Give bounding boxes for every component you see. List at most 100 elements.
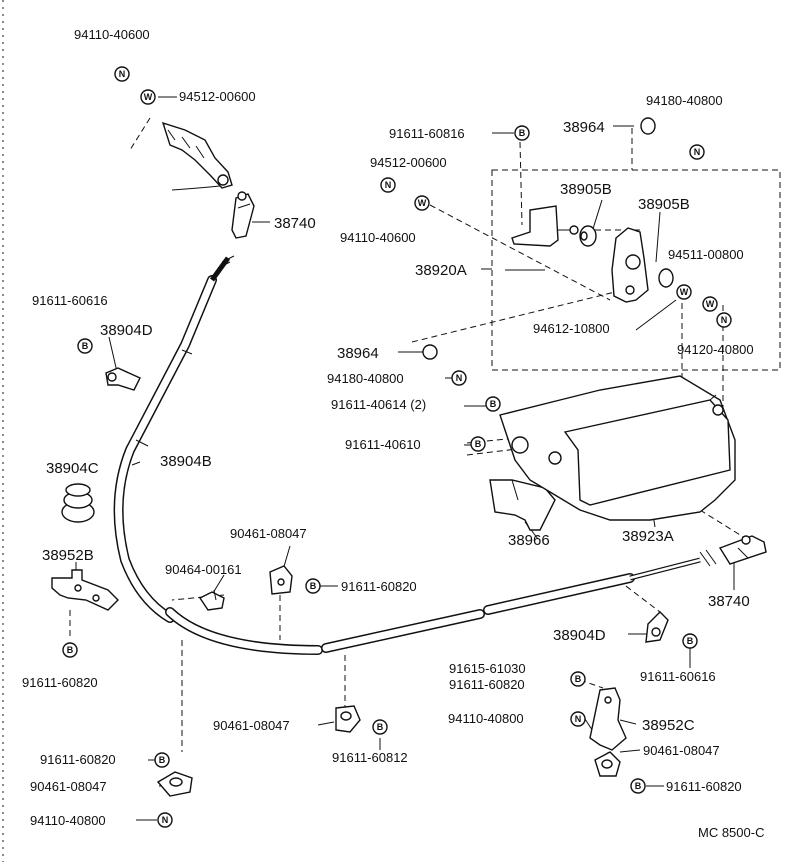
svg-text:N: N [119,69,126,79]
svg-text:B: B [519,128,526,138]
bracket-38952b [51,569,119,611]
symbol-w-1: W [140,89,156,105]
svg-text:W: W [706,299,715,309]
clamp-90461-right [594,751,621,777]
svg-text:N: N [456,373,463,383]
label-38904d-right: 38904D [553,627,606,644]
cable-end-top [231,191,255,239]
svg-text:W: W [418,198,427,208]
label-91611-60820-right-mid: 91611-60820 [449,677,525,692]
svg-text:B: B [67,645,74,655]
label-38904c: 38904C [46,460,99,477]
label-91615-61030: 91615-61030 [449,661,526,676]
label-94110-40800-bottom-left: 94110-40800 [30,813,106,828]
label-94110-40600-right: 94110-40600 [340,230,416,245]
svg-text:N: N [162,815,169,825]
svg-text:B: B [575,674,582,684]
label-38966: 38966 [508,532,550,549]
label-90461-08047-bottom-left: 90461-08047 [30,779,107,794]
assembly-box [491,169,781,371]
symbol-b-4: B [470,436,486,452]
clamp-90461-left [156,771,193,797]
svg-text:B: B [687,636,694,646]
nut-38964-mid [422,344,438,360]
label-38740-right: 38740 [708,593,750,610]
symbol-n-2: N [689,144,705,160]
label-94180-40800-top: 94180-40800 [646,93,723,108]
label-91611-60820-bottom-left: 91611-60820 [40,752,116,767]
cable-end-right [718,535,767,565]
cable-38904b [113,255,717,655]
label-38920a: 38920A [415,262,467,279]
clip-90464 [198,589,225,611]
grommet-38904c [61,483,95,523]
label-91611-40614: 91611-40614 (2) [331,397,426,412]
symbol-b-3: B [485,396,501,412]
svg-text:B: B [82,341,89,351]
bushing-38905b-2 [658,268,674,288]
lever-assembly [611,227,649,303]
nut-38964-top [640,117,656,135]
clamp-90461-center [335,705,361,733]
symbol-b-8: B [570,671,586,687]
label-91611-60616-right: 91611-60616 [640,669,716,684]
label-38964-mid: 38964 [337,345,379,362]
symbol-b-2: B [77,338,93,354]
symbol-n-3: N [380,177,396,193]
symbol-w-3: W [676,284,692,300]
label-90461-08047-mid: 90461-08047 [230,526,307,541]
label-38904b: 38904B [160,453,212,470]
symbol-w-2: W [414,195,430,211]
bracket-38966 [489,479,556,531]
svg-text:N: N [721,315,728,325]
label-94180-40800-mid: 94180-40800 [327,371,404,386]
symbol-n-7: N [157,812,173,828]
svg-text:B: B [310,581,317,591]
label-94512-00600-left: 94512-00600 [179,89,256,104]
symbol-b-7: B [682,633,698,649]
symbol-n-6: N [570,711,586,727]
svg-text:B: B [490,399,497,409]
symbol-b-10: B [154,752,170,768]
label-38905b-2: 38905B [638,196,690,213]
label-94110-40600-top: 94110-40600 [74,27,150,42]
symbol-n-5: N [451,370,467,386]
bushing-38905b-1 [579,225,597,247]
symbol-b-6: B [62,642,78,658]
part-labels: 94110-40600 94512-00600 38740 91611-6061… [22,27,764,840]
label-94110-40800-right: 94110-40800 [448,711,524,726]
label-91611-60820-right-bottom: 91611-60820 [666,779,742,794]
clamp-38904d-right [645,611,669,643]
label-38952c: 38952C [642,717,695,734]
label-38923a: 38923A [622,528,674,545]
housing-38923a [499,375,736,521]
label-91611-60812: 91611-60812 [332,750,408,765]
label-90461-08047-right: 90461-08047 [643,743,720,758]
svg-text:W: W [680,287,689,297]
svg-text:W: W [144,92,153,102]
symbol-w-4: W [702,296,718,312]
svg-text:B: B [159,755,166,765]
label-90464-00161: 90464-00161 [165,562,242,577]
label-38905b-1: 38905B [560,181,612,198]
bracket-assembly [511,205,579,247]
label-94511-00800: 94511-00800 [668,247,744,262]
bracket-38952c [589,687,627,751]
clamp-38904d-left [105,367,141,391]
symbol-b-9: B [372,719,388,735]
svg-text:N: N [575,714,582,724]
label-38952b: 38952B [42,547,94,564]
symbol-b-5: B [305,578,321,594]
svg-text:B: B [377,722,384,732]
label-90461-08047-center: 90461-08047 [213,718,290,733]
label-91611-40610: 91611-40610 [345,437,421,452]
label-94612-10800: 94612-10800 [533,321,610,336]
lever-top-left [161,121,233,191]
svg-text:N: N [385,180,392,190]
label-38904d-left: 38904D [100,322,153,339]
svg-text:B: B [635,781,642,791]
label-94512-00600-right: 94512-00600 [370,155,447,170]
symbol-n-1: N [114,66,130,82]
label-38740-top: 38740 [274,215,316,232]
